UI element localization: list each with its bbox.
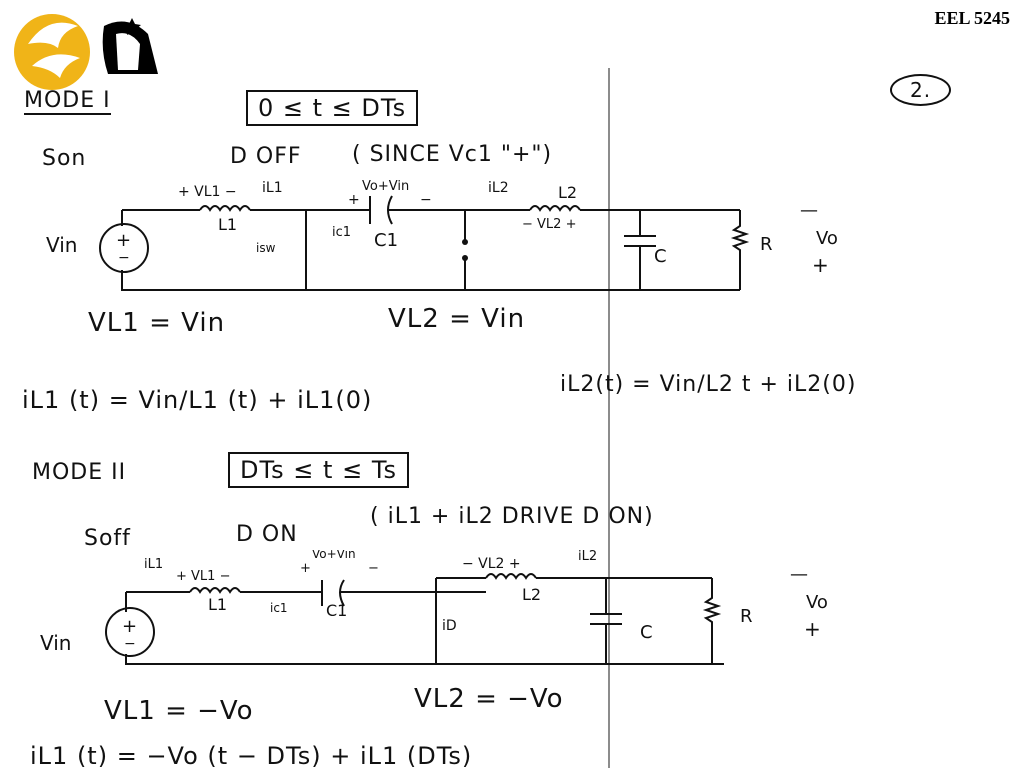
mode2-ic1-label: ic1 bbox=[270, 601, 288, 615]
mode2-il2-label: iL2 bbox=[578, 550, 597, 564]
mode2-vl1-label: + VL1 − bbox=[176, 569, 230, 584]
mode2-c1-minus: − bbox=[368, 561, 379, 576]
mode2-vo-plus: + bbox=[804, 617, 821, 641]
mode1-eq-il2: iL2(t) = Vin/L2 t + iL2(0) bbox=[560, 372, 857, 397]
mode2-vo-label: Vo bbox=[806, 592, 828, 613]
mode2-vc1-label: Vo+Vin bbox=[312, 550, 356, 561]
page-number-text: 2. bbox=[910, 78, 932, 102]
mode2-source-minus: − bbox=[124, 636, 136, 652]
mode1-l2-label: L2 bbox=[558, 183, 577, 202]
mode2-vl2-label: − VL2 + bbox=[462, 556, 521, 572]
mode1-vo-minus: — bbox=[800, 200, 818, 221]
mode1-vc1-label: Vo+Vin bbox=[362, 179, 409, 194]
mode2-r-label: R bbox=[740, 606, 753, 627]
mode2-eq-vl1: VL1 = −Vo bbox=[104, 696, 254, 726]
mode1-vin-label: Vin bbox=[46, 233, 77, 257]
page-number: 2. bbox=[890, 74, 952, 106]
pegasus-logo-icon bbox=[8, 4, 168, 98]
mode1-c1-label: C1 bbox=[374, 230, 398, 251]
mode1-vl1-label: + VL1 − bbox=[178, 184, 237, 200]
mode1-title: MODE I bbox=[24, 88, 111, 115]
mode1-eq-vl2: VL2 = Vin bbox=[388, 304, 526, 334]
mode1-il2-label: iL2 bbox=[488, 180, 509, 196]
mode2-title: MODE II bbox=[32, 460, 127, 485]
course-code: EEL 5245 bbox=[934, 8, 1010, 28]
mode2-il1-label: iL1 bbox=[144, 557, 163, 572]
page-divider bbox=[608, 68, 610, 768]
mode1-switch-state: Son bbox=[42, 146, 87, 171]
mode2-vo-minus: — bbox=[790, 564, 808, 585]
mode1-circuit: + − Vin + VL1 − iL1 L1 isw Vo+Vin + − ic… bbox=[46, 179, 838, 291]
mode1-vo-label: Vo bbox=[816, 228, 838, 249]
mode2-c1-label: C1 bbox=[326, 601, 347, 620]
mode1-isw-label: isw bbox=[256, 241, 276, 255]
mode2-eq-il1-partial: iL1 (t) = −Vo (t − DTs) + iL1 (DTs) bbox=[30, 742, 473, 770]
mode1-eq-vl1: VL1 = Vin bbox=[88, 308, 226, 338]
mode2-c-label: C bbox=[640, 622, 653, 643]
mode1-c-label: C bbox=[654, 246, 667, 267]
mode2-reason: ( iL1 + iL2 DRIVE D ON) bbox=[370, 504, 654, 529]
mode1-eq-il1: iL1 (t) = Vin/L1 (t) + iL1(0) bbox=[22, 386, 373, 414]
mode2-source-plus: + bbox=[122, 616, 137, 637]
mode2-eq-vl2: VL2 = −Vo bbox=[414, 684, 564, 714]
mode2-vin-label: Vin bbox=[40, 631, 71, 655]
mode1-c1-plus: + bbox=[348, 192, 360, 208]
mode2-switch-state: Soff bbox=[84, 526, 131, 551]
mode1-vl2-label: − VL2 + bbox=[522, 217, 576, 232]
mode1-c1-minus: − bbox=[420, 192, 432, 208]
mode1-source-minus: − bbox=[118, 250, 130, 266]
mode2-id-label: iD bbox=[442, 618, 457, 634]
mode1-interval: 0 ≤ t ≤ DTs bbox=[246, 90, 419, 126]
mode1-il1-label: iL1 bbox=[262, 180, 283, 196]
mode1-ic1-label: ic1 bbox=[332, 225, 351, 240]
mode1-reason: ( SINCE Vc1 "+") bbox=[352, 142, 553, 167]
mode2-circuit: + − Vin iL1 + VL1 − L1 ic1 Vo+Vin + − C1… bbox=[40, 550, 828, 665]
mode1-r-label: R bbox=[760, 234, 773, 255]
mode1-diode-state: D OFF bbox=[230, 144, 302, 169]
mode1-source-plus: + bbox=[116, 230, 131, 251]
mode2-interval: DTs ≤ t ≤ Ts bbox=[228, 452, 410, 488]
mode2-l1-label: L1 bbox=[208, 595, 227, 614]
mode1-vo-plus: + bbox=[812, 253, 829, 277]
mode2-diode-state: D ON bbox=[236, 522, 298, 547]
mode2-c1-plus: + bbox=[300, 561, 311, 576]
mode2-l2-label: L2 bbox=[522, 585, 541, 604]
mode1-l1-label: L1 bbox=[218, 215, 237, 234]
